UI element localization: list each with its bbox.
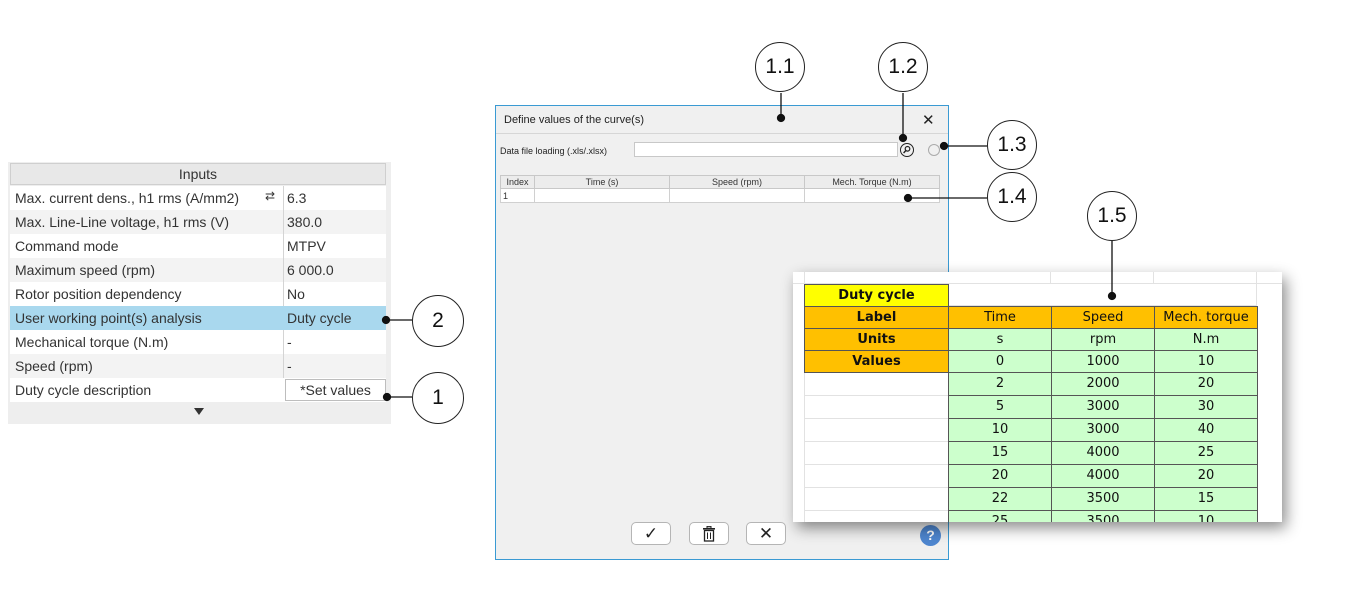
help-button[interactable]: ? xyxy=(920,525,941,546)
gridline xyxy=(804,510,948,511)
input-row-duty-cycle-description[interactable]: Duty cycle description *Set values xyxy=(10,378,386,402)
value-cell: 10 xyxy=(948,418,1052,442)
gridline xyxy=(1153,272,1154,284)
input-row-working-point-analysis[interactable]: User working point(s) analysis Duty cycl… xyxy=(10,306,386,330)
value-cell: 22 xyxy=(948,487,1052,511)
data-file-label: Data file loading (.xls/.xlsx) xyxy=(500,146,608,156)
sheet-title-cell: Duty cycle xyxy=(804,284,949,307)
input-row-value[interactable]: MTPV xyxy=(283,234,386,258)
input-row-label: Speed (rpm) xyxy=(15,358,93,374)
close-icon[interactable]: ✕ xyxy=(922,112,935,129)
duty-cycle-spreadsheet: Duty cycle Label Units Values Time Speed… xyxy=(793,272,1282,522)
gridline xyxy=(804,464,948,465)
table-header-row: Index Time (s) Speed (rpm) Mech. Torque … xyxy=(500,175,940,189)
input-row-label: Mechanical torque (N.m) xyxy=(15,334,169,350)
column-unit-speed: rpm xyxy=(1051,328,1155,351)
x-icon: ✕ xyxy=(758,524,774,543)
gridline xyxy=(804,395,948,396)
input-row-value[interactable]: 380.0 xyxy=(283,210,386,234)
input-row-label: Command mode xyxy=(15,238,119,254)
callout-1: 1 xyxy=(412,372,464,424)
trash-icon xyxy=(702,524,716,543)
value-cell: 15 xyxy=(948,441,1052,465)
input-row-label: User working point(s) analysis xyxy=(15,310,202,326)
callout-1-4: 1.4 xyxy=(987,172,1037,222)
reload-icon[interactable] xyxy=(928,144,940,156)
input-row-command-mode[interactable]: Command mode MTPV xyxy=(10,234,386,258)
column-header-index[interactable]: Index xyxy=(500,175,535,189)
value-cell: 40 xyxy=(1154,418,1258,442)
trash-glyph xyxy=(703,525,715,542)
input-row-maximum-speed[interactable]: Maximum speed (rpm) 6 000.0 xyxy=(10,258,386,282)
gridline xyxy=(793,283,1282,284)
value-cell: 4000 xyxy=(1051,441,1155,465)
input-row-rotor-position[interactable]: Rotor position dependency No xyxy=(10,282,386,306)
input-row-label: Duty cycle description xyxy=(15,382,152,398)
value-cell: 10 xyxy=(1154,510,1258,522)
dialog-title: Define values of the curve(s) xyxy=(504,114,645,126)
inputs-header: Inputs xyxy=(10,163,386,185)
gridline xyxy=(804,441,948,442)
gridline xyxy=(804,418,948,419)
input-row-value[interactable]: No xyxy=(283,282,386,306)
input-row-label: Max. Line-Line voltage, h1 rms (V) xyxy=(15,214,229,230)
input-row-label: Max. current dens., h1 rms (A/mm2) xyxy=(15,190,240,206)
column-header-torque[interactable]: Mech. Torque (N.m) xyxy=(804,175,940,189)
curve-values-table: Index Time (s) Speed (rpm) Mech. Torque … xyxy=(500,175,940,203)
input-row-label: Maximum speed (rpm) xyxy=(15,262,156,278)
row-header-values: Values xyxy=(804,350,949,373)
callout-2: 2 xyxy=(412,295,464,347)
delete-button[interactable] xyxy=(689,522,729,545)
column-label-torque: Mech. torque xyxy=(1154,306,1258,329)
swap-arrows-icon[interactable]: ⇄ xyxy=(265,189,276,203)
value-cell: 5 xyxy=(948,395,1052,419)
gridline xyxy=(804,487,948,488)
title-separator xyxy=(496,133,948,134)
callout-1-1: 1.1 xyxy=(755,42,805,92)
value-cell: 30 xyxy=(1154,395,1258,419)
inputs-panel: Inputs Max. current dens., h1 rms (A/mm2… xyxy=(8,162,391,424)
magnifier-glyph xyxy=(903,145,911,154)
input-row-value[interactable]: - xyxy=(283,330,386,354)
gridline xyxy=(804,272,805,522)
value-cell: 2000 xyxy=(1051,372,1155,396)
input-row-value[interactable]: - xyxy=(283,354,386,378)
data-file-input[interactable] xyxy=(634,142,898,157)
gridline xyxy=(948,305,1257,306)
magnifier-icon[interactable] xyxy=(900,143,914,157)
callout-1-3: 1.3 xyxy=(987,120,1037,170)
input-row-max-voltage[interactable]: Max. Line-Line voltage, h1 rms (V) 380.0 xyxy=(10,210,386,234)
set-values-button[interactable]: *Set values xyxy=(285,379,386,401)
input-row-max-current-density[interactable]: Max. current dens., h1 rms (A/mm2) ⇄ 6.3 xyxy=(10,186,386,210)
cancel-button[interactable]: ✕ xyxy=(746,522,786,545)
gridline xyxy=(1050,272,1051,284)
input-row-value[interactable]: 6.3 xyxy=(283,186,386,210)
check-icon: ✓ xyxy=(643,524,659,543)
ok-button[interactable]: ✓ xyxy=(631,522,671,545)
input-row-speed[interactable]: Speed (rpm) - xyxy=(10,354,386,378)
callout-1-5: 1.5 xyxy=(1087,191,1137,241)
input-row-label: Rotor position dependency xyxy=(15,286,182,302)
table-row[interactable]: 1 xyxy=(500,188,940,203)
triangle-down-icon[interactable] xyxy=(194,408,204,415)
input-row-value[interactable]: Duty cycle xyxy=(283,306,386,330)
value-cell: 3000 xyxy=(1051,418,1155,442)
value-cell: 3000 xyxy=(1051,395,1155,419)
value-cell: 10 xyxy=(1154,350,1258,373)
input-row-mechanical-torque[interactable]: Mechanical torque (N.m) - xyxy=(10,330,386,354)
input-row-value[interactable]: 6 000.0 xyxy=(283,258,386,282)
callout-1-2: 1.2 xyxy=(878,42,928,92)
